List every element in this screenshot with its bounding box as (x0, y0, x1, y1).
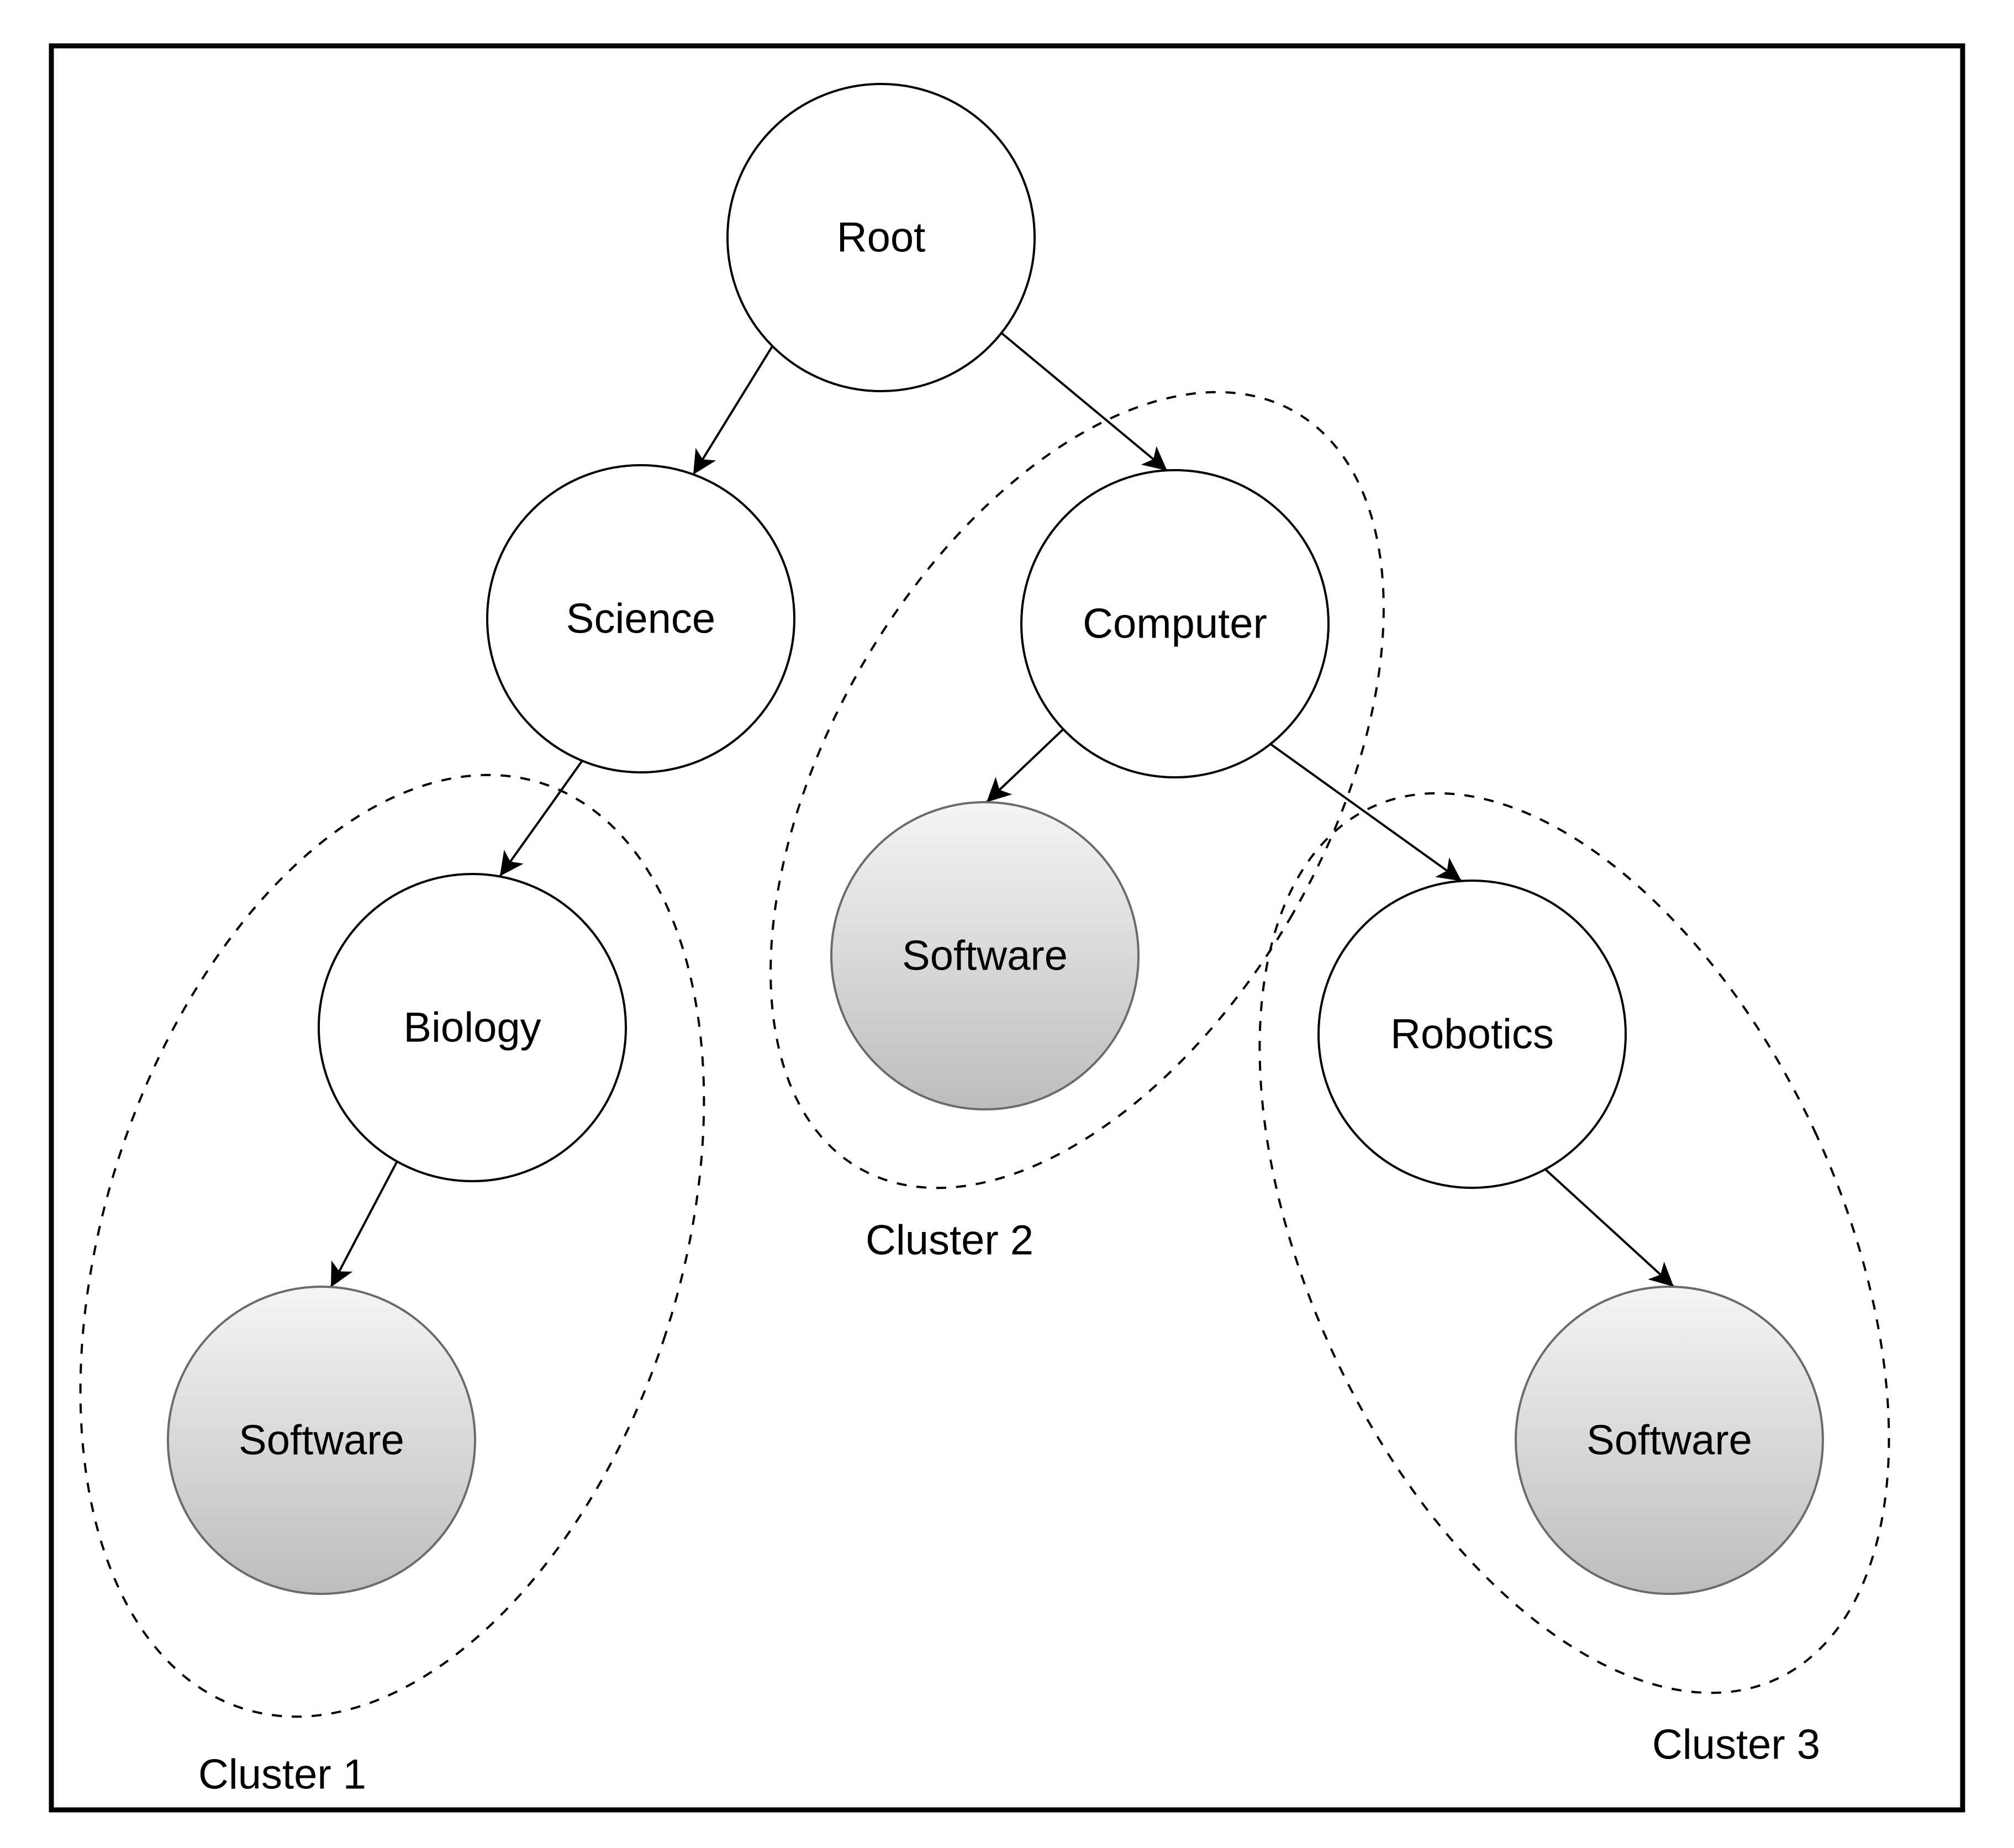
node-software-computer-circle (830, 801, 1140, 1110)
node-biology-circle (318, 873, 627, 1182)
node-science-label: Science (566, 596, 715, 643)
node-software-robotics-label: Software (1586, 1417, 1752, 1464)
node-science-circle (486, 464, 795, 773)
edge-robotics-software (1544, 1168, 1675, 1288)
node-robotics-label: Robotics (1390, 1011, 1554, 1058)
edge-biology-software (330, 1161, 398, 1288)
node-software-computer-label: Software (902, 933, 1068, 980)
cluster2-label: Cluster 2 (866, 1217, 1034, 1264)
edge-science-biology (499, 760, 583, 877)
edge-computer-software (985, 725, 1067, 803)
edge-computer-robotics (1269, 743, 1463, 882)
cluster1-boundary-ellipse (79, 773, 705, 1718)
cluster3-label: Cluster 3 (1652, 1721, 1820, 1768)
node-biology-label: Biology (403, 1004, 541, 1051)
node-software-robotics-circle (1515, 1286, 1824, 1595)
cluster1-label: Cluster 1 (198, 1751, 366, 1798)
node-computer-label: Computer (1083, 601, 1267, 647)
node-software-biology-circle (167, 1286, 476, 1595)
node-robotics-circle (1317, 880, 1627, 1189)
cluster2-boundary-ellipse (769, 391, 1385, 1189)
node-computer-circle (1020, 469, 1330, 778)
node-software-biology-label: Software (239, 1417, 404, 1464)
node-root-label: Root (837, 214, 926, 261)
diagram-border (49, 43, 1965, 1813)
cluster3-boundary-ellipse (1258, 792, 1890, 1694)
edge-root-computer (1000, 331, 1168, 472)
node-root-circle (726, 83, 1036, 392)
edge-root-science (692, 345, 773, 476)
